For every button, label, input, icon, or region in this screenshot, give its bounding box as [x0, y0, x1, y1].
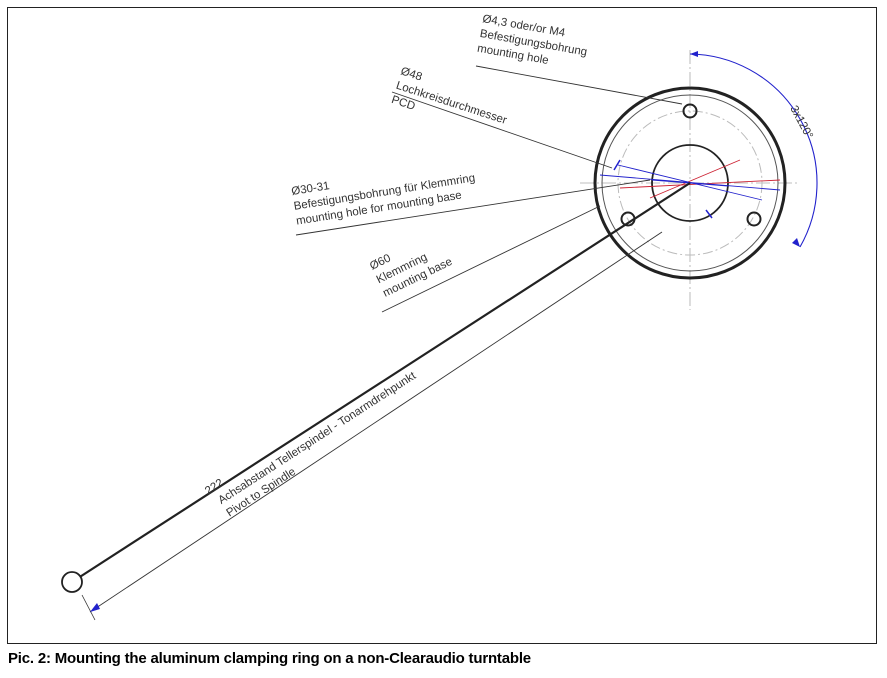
- angle-arc: [689, 53, 818, 248]
- red-line-2: [649, 159, 741, 199]
- label-base-hole: Ø30-31 Befestigungsbohrung für Klemmring…: [291, 172, 476, 227]
- pivot-point: [61, 571, 83, 593]
- label-base-hole-line1: Ø30-31: [291, 180, 331, 198]
- leader-clamping-ring: [381, 205, 601, 313]
- dim-ext-pivot: [81, 594, 96, 621]
- angle-arrow-end: [792, 238, 800, 247]
- label-mounting-hole: Ø4,3 oder/or M4 Befestigungsbohrung moun…: [476, 13, 588, 67]
- mounting-hole-right: [746, 211, 762, 227]
- clamping-ring-inner-edge: [601, 94, 779, 272]
- caption-prefix: Pic. 2:: [8, 650, 51, 667]
- figure-caption: Pic. 2: Mounting the aluminum clamping r…: [8, 650, 531, 667]
- clamping-ring-outer: [593, 86, 787, 280]
- dim-line-222: [89, 231, 663, 613]
- figure-frame: [7, 7, 877, 644]
- label-angle: 3x120°: [787, 104, 814, 141]
- pivot-spindle-line: [71, 182, 691, 583]
- mounting-diagram: Ø4,3 oder/or M4 Befestigungsbohrung moun…: [61, 13, 818, 621]
- angle-arrow-start: [690, 51, 698, 57]
- dim-tick-a: [613, 159, 621, 171]
- label-pivot-line2: Achsabstand Tellerspindel - Tonarmdrehpu…: [216, 369, 419, 506]
- leader-base-hole: [295, 179, 651, 236]
- caption-text: Mounting the aluminum clamping ring on a…: [50, 650, 531, 667]
- label-pivot: 222 Achsabstand Tellerspindel - Tonarmdr…: [203, 369, 419, 519]
- leader-mounting-hole: [475, 65, 683, 105]
- label-angle-text: 3x120°: [787, 104, 814, 141]
- pcd-circle: [617, 110, 763, 256]
- dim-arrow-222: [90, 603, 100, 612]
- leader-pcd: [391, 91, 613, 169]
- mounting-hole-top: [682, 103, 698, 119]
- label-clamping-ring: Ø60 Klemmring mounting base: [368, 251, 454, 299]
- dim-line-48: [617, 164, 763, 201]
- dim-tick-b: [705, 209, 713, 219]
- label-pcd: Ø48 Lochkreisdurchmesser PCD: [390, 65, 509, 126]
